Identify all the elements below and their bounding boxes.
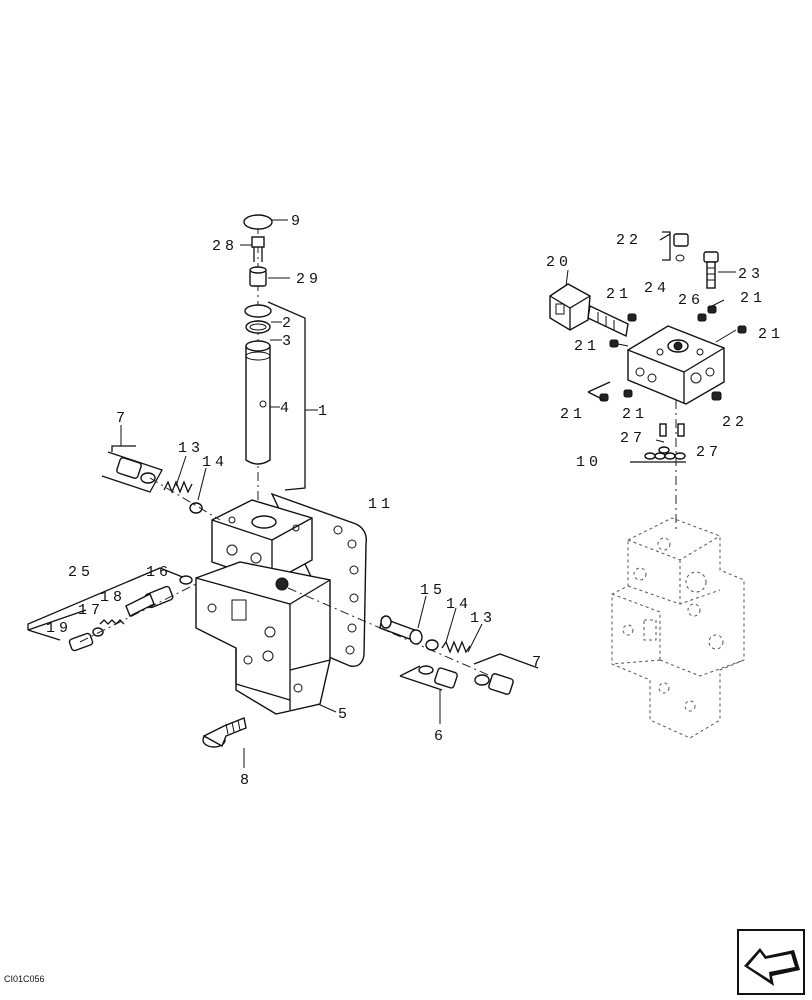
- plug-7-right: [473, 653, 539, 695]
- plug-21-d: [737, 325, 747, 334]
- callout-22-bottom: 22: [722, 414, 748, 431]
- plug-21-a: [627, 313, 637, 322]
- callout-24: 24: [644, 280, 670, 297]
- plug-7-left: [101, 445, 163, 493]
- spool-4: [245, 340, 271, 465]
- callout-6: 6: [434, 728, 447, 745]
- bracket-1: [267, 301, 306, 491]
- callout-7-left: 7: [116, 410, 129, 427]
- callout-23: 23: [738, 266, 764, 283]
- callout-21-d: 21: [758, 326, 784, 343]
- bolt-8: [202, 717, 247, 748]
- spring-13-right: [441, 640, 471, 654]
- plug-21-e: [609, 339, 619, 348]
- ring-14-right: [425, 639, 439, 651]
- callout-7-right: 7: [532, 654, 545, 671]
- pin-27-a: [659, 423, 667, 437]
- callout-5: 5: [338, 706, 351, 723]
- callout-1: 1: [318, 403, 331, 420]
- callout-13-left: 13: [178, 440, 204, 457]
- callout-labels: 9 28 29 2 3 4 1 7 13 14 11 25 16 18 17 1…: [46, 213, 784, 789]
- callout-16: 16: [146, 564, 172, 581]
- callout-27-b: 27: [696, 444, 722, 461]
- cap-22: [673, 233, 689, 247]
- callout-21-a: 21: [606, 286, 632, 303]
- left-valve-assembly: [27, 214, 539, 768]
- solenoid-20: [549, 283, 629, 338]
- right-solenoid-assembly: [549, 231, 747, 739]
- pump-housing-outline: [611, 517, 745, 739]
- o-ring-9: [243, 214, 273, 230]
- plug-21-g: [623, 389, 633, 398]
- callout-22-top: 22: [616, 232, 642, 249]
- diagram-code: CI01C056: [4, 974, 45, 984]
- solenoid-valve-body: [627, 325, 725, 405]
- callout-27-a: 27: [620, 430, 646, 447]
- callout-21-e: 21: [560, 406, 586, 423]
- callout-19: 19: [46, 620, 72, 637]
- o-rings-10: [630, 446, 686, 463]
- plug-21-b: [697, 313, 707, 322]
- callout-26: 26: [678, 292, 704, 309]
- callout-18: 18: [100, 589, 126, 606]
- valve-body-5: [195, 492, 367, 715]
- seal-group-6: [399, 665, 458, 691]
- callout-20: 20: [546, 254, 572, 271]
- next-page-arrow-icon[interactable]: [737, 929, 805, 995]
- callout-15: 15: [420, 582, 446, 599]
- o-ring-2: [244, 304, 272, 318]
- callout-21-c: 21: [574, 338, 600, 355]
- callout-4: 4: [280, 400, 293, 417]
- sleeve-29: [249, 266, 267, 287]
- cartridge-15: [379, 615, 423, 645]
- callout-17: 17: [78, 602, 104, 619]
- callout-3: 3: [282, 333, 295, 350]
- callout-29: 29: [296, 271, 322, 288]
- callout-2: 2: [282, 315, 295, 332]
- callout-28: 28: [212, 238, 238, 255]
- spring-13-left: [163, 480, 193, 494]
- callout-14-right: 14: [446, 596, 472, 613]
- callout-14-left: 14: [202, 454, 228, 471]
- bolt-23: [703, 251, 719, 289]
- backup-ring-3: [245, 320, 271, 334]
- callout-9: 9: [291, 213, 304, 230]
- callout-13-right: 13: [470, 610, 496, 627]
- callout-21-f: 21: [622, 406, 648, 423]
- pin-27-b: [677, 423, 685, 437]
- screw-28: [251, 236, 265, 262]
- callout-10: 10: [576, 454, 602, 471]
- callout-8: 8: [240, 772, 253, 789]
- ring-14-left: [189, 502, 203, 514]
- callout-25: 25: [68, 564, 94, 581]
- callout-21-b: 21: [740, 290, 766, 307]
- callout-11: 11: [368, 496, 394, 513]
- plug-22-b: [711, 391, 722, 401]
